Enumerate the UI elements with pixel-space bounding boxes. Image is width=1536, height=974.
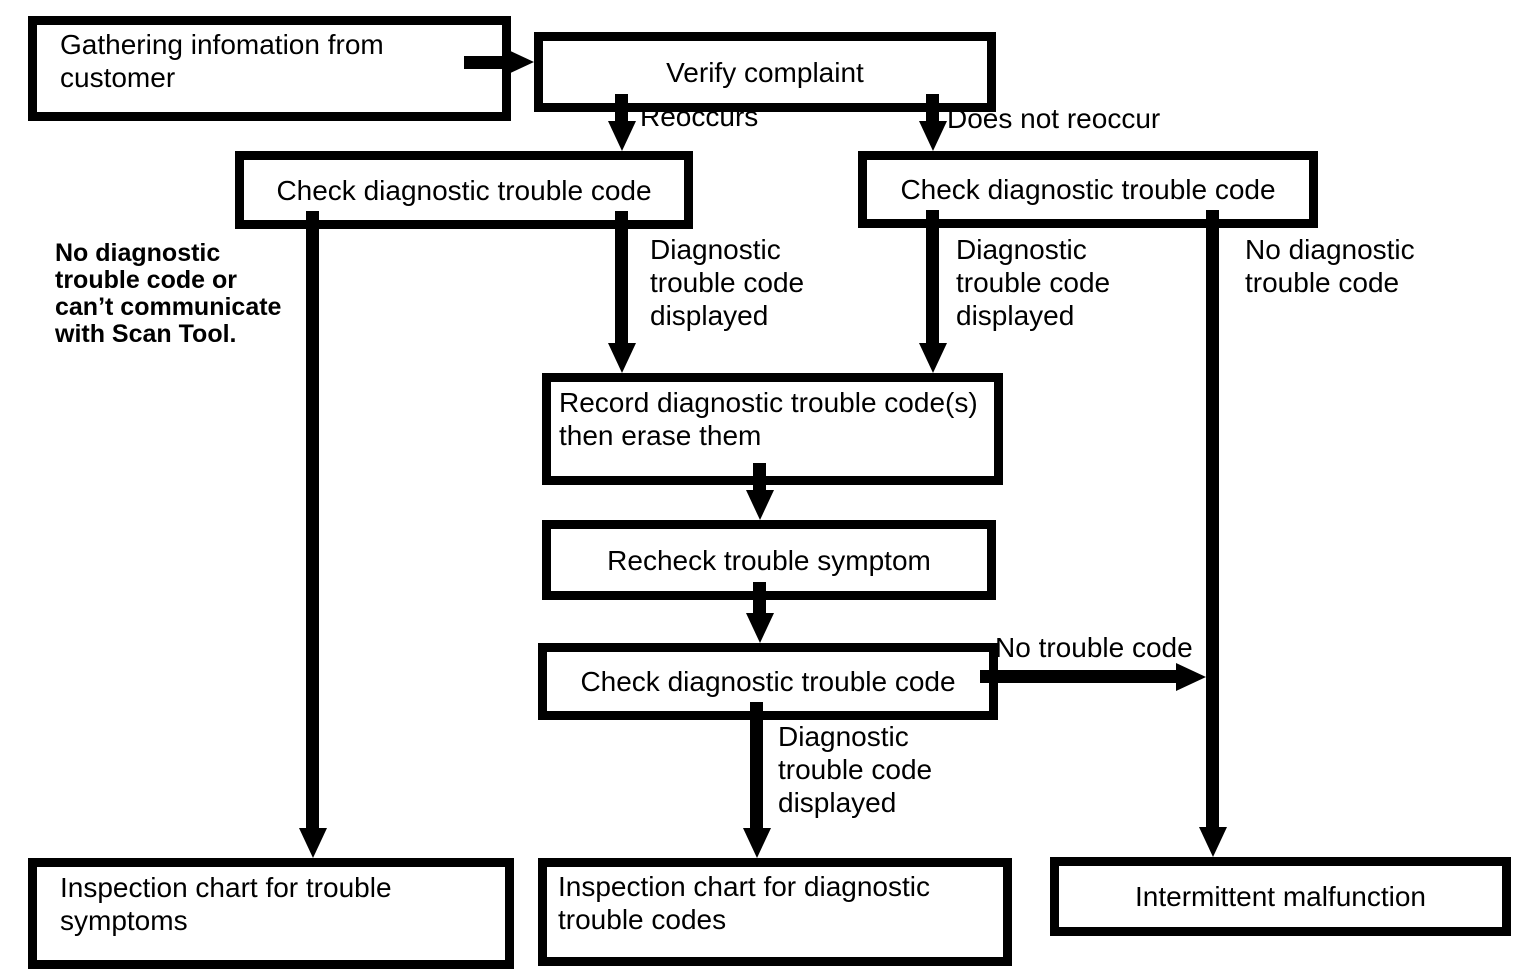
- edge-checkleft-to-symptoms-line: [306, 211, 319, 829]
- node-gathering-info: Gathering infomation from customer: [28, 16, 511, 121]
- edge-checkright-to-record-line: [926, 210, 939, 346]
- edge-verify-to-checkright-line: [926, 94, 939, 124]
- edge-check-to-codes-line: [750, 702, 763, 830]
- edge-gathering-to-verify-line: [464, 56, 508, 69]
- edge-label-does-not-reoccur: Does not reoccur: [947, 103, 1161, 134]
- node-intermittent-malfunction: Intermittent malfunction: [1050, 857, 1511, 936]
- node-inspection-chart-symptoms: Inspection chart for trouble symptoms: [28, 858, 514, 969]
- edge-checkright-to-intermittent-arrowhead: [1199, 827, 1227, 857]
- edge-checkleft-to-symptoms-arrowhead: [299, 828, 327, 858]
- node-recheck-symptom: Recheck trouble symptom: [542, 520, 996, 600]
- edge-verify-to-checkleft-line: [615, 94, 628, 124]
- edge-verify-to-checkleft-arrowhead: [608, 121, 636, 151]
- edge-check-to-intermittent-arrowhead: [1176, 663, 1206, 691]
- node-verify-complaint: Verify complaint: [534, 32, 996, 112]
- edge-record-to-recheck-arrowhead: [746, 490, 774, 520]
- edge-check-to-codes-arrowhead: [743, 828, 771, 858]
- node-record-dtc: Record diagnostic trouble code(s) then e…: [542, 373, 1003, 485]
- edge-record-to-recheck-line: [753, 463, 766, 493]
- edge-label-dtc-displayed-bottom: Diagnostic trouble code displayed: [778, 721, 933, 818]
- edge-recheck-to-check-line: [753, 582, 766, 615]
- edge-recheck-to-check-arrowhead: [746, 613, 774, 643]
- edge-label-reoccurs: Reoccurs: [640, 101, 759, 132]
- node-check-dtc-right: Check diagnostic trouble code: [858, 151, 1318, 228]
- edge-checkright-to-intermittent-line: [1206, 210, 1219, 828]
- edge-checkleft-to-record-line: [615, 211, 628, 346]
- edge-gathering-to-verify-arrowhead: [504, 48, 534, 76]
- edge-label-no-trouble-code: No trouble code: [995, 632, 1193, 663]
- edge-label-dtc-displayed-right: Diagnostic trouble code displayed: [956, 234, 1111, 331]
- node-check-dtc-recheck: Check diagnostic trouble code: [538, 643, 998, 720]
- edge-label-dtc-displayed-left: Diagnostic trouble code displayed: [650, 234, 805, 331]
- node-inspection-chart-codes: Inspection chart for diagnostic trouble …: [538, 858, 1012, 966]
- edge-check-to-intermittent-line: [980, 670, 1178, 683]
- edge-checkright-to-record-arrowhead: [919, 343, 947, 373]
- edge-label-no-dtc: No diagnostic trouble code: [1245, 234, 1415, 298]
- side-note-no-dtc-scan-tool: No diagnostic trouble code or can’t comm…: [55, 239, 282, 348]
- edge-verify-to-checkright-arrowhead: [919, 121, 947, 151]
- edge-checkleft-to-record-arrowhead: [608, 343, 636, 373]
